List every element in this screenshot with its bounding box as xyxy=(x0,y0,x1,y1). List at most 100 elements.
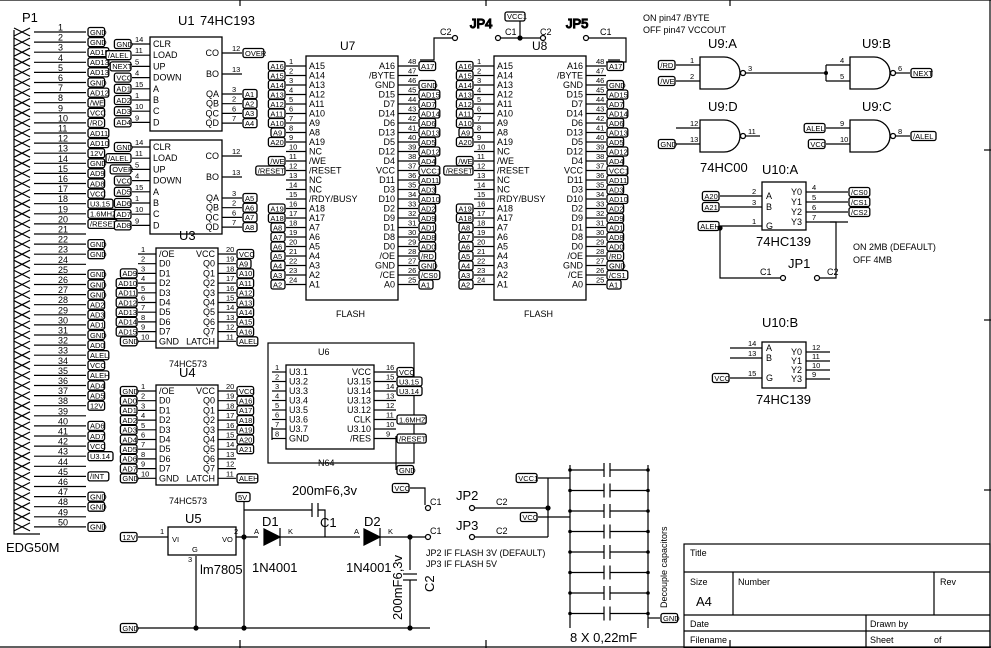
ic-pin-number: 4 xyxy=(477,86,481,95)
ic-pin-number: 4 xyxy=(275,392,279,401)
net-flag-label: AD12 xyxy=(421,147,440,156)
net-flag-label: AD1 xyxy=(116,85,131,94)
net-flag xyxy=(87,380,106,391)
ic-pin-name: /OE xyxy=(159,386,175,396)
net-flag-label: A6 xyxy=(461,242,470,251)
connector-pin-number: 18 xyxy=(58,194,68,204)
connector-pin-shape xyxy=(21,522,31,532)
net-flag xyxy=(87,501,106,512)
net-flag-label: A21 xyxy=(704,203,717,212)
ic-pin-number: 11 xyxy=(477,152,485,161)
net-flag-label: A16 xyxy=(239,327,252,336)
net-flag-label: AD14 xyxy=(609,109,628,118)
net-flag-label: /ALEL xyxy=(913,132,933,141)
ic-pin-number: 9 xyxy=(289,133,293,142)
net-flag xyxy=(910,130,937,142)
connector-pin-shape xyxy=(13,340,24,350)
junction xyxy=(646,488,650,493)
net-flag-label: A16 xyxy=(239,397,252,406)
connector-pin-shape xyxy=(21,441,31,451)
ic-pin-number: 13 xyxy=(226,313,234,322)
net-flag xyxy=(119,473,138,484)
net-flag-label: GND xyxy=(90,523,107,532)
u5-ref: U5 xyxy=(185,511,202,526)
gate-in-pin: 5 xyxy=(840,72,844,81)
ic-pin-number: 14 xyxy=(226,303,234,312)
net-flag-label: A8 xyxy=(245,223,254,232)
net-flag-label: AD11 xyxy=(421,176,439,185)
ic-pin-number: 3 xyxy=(141,264,145,273)
net-flag-label: GND xyxy=(122,624,139,633)
ic-pin-number: 9 xyxy=(141,323,145,332)
net-flag xyxy=(242,117,258,129)
ic-pin-number: 3 xyxy=(141,401,145,410)
connector-pin-shape xyxy=(13,350,24,360)
connector-pin-shape xyxy=(21,290,31,300)
u3-ref: U3 xyxy=(179,228,196,243)
ic-pin-number: 21 xyxy=(477,247,485,256)
ic-pin-name: G xyxy=(766,373,773,383)
connector-pin-shape xyxy=(13,512,24,522)
ic-pin-number: 12 xyxy=(226,323,234,332)
net-flag xyxy=(87,329,106,341)
connector-pin-shape xyxy=(13,492,24,502)
ic-pin-number: 6 xyxy=(141,431,145,440)
ic-pin-name: D3 xyxy=(383,185,395,195)
connector-pin-shape xyxy=(21,98,31,108)
connector-pin-shape xyxy=(13,370,24,380)
connector-pin-shape xyxy=(21,148,31,158)
net-flag-label: /WE xyxy=(660,77,674,86)
net-flag-label: A1 xyxy=(609,280,618,289)
ic-pin-name: Y1 xyxy=(791,356,802,366)
ic-pin-name: QA xyxy=(206,193,219,203)
ic-pin-name: U3.15 xyxy=(347,377,371,387)
net-flag-label: A8 xyxy=(461,223,470,232)
net-flag-label: /RESET xyxy=(258,166,286,175)
ic-pin-number: 20 xyxy=(226,245,234,254)
net-flag xyxy=(236,297,255,308)
ic-pin-name: D xyxy=(153,220,160,230)
connector-pin-number: 23 xyxy=(58,245,68,255)
net-flag xyxy=(119,453,138,465)
gate-out-pin: 6 xyxy=(898,64,902,73)
ic-pin-name: A17 xyxy=(497,213,513,223)
net-flag-label: AD14 xyxy=(118,318,137,327)
gate-bubble xyxy=(889,69,897,77)
net-flag-label: AD14 xyxy=(421,109,440,118)
net-flag xyxy=(236,336,259,347)
ic-pin-name: /OE xyxy=(567,251,583,261)
net-flag-label: U3.15 xyxy=(90,200,110,209)
net-flag-label: AD3 xyxy=(122,426,137,435)
net-flag-label: AD2 xyxy=(421,204,436,213)
ic-pin-number: 17 xyxy=(226,411,234,420)
net-flag-label: AD10 xyxy=(609,195,628,204)
net-flag-label: /RD xyxy=(90,119,104,128)
net-flag xyxy=(87,117,106,129)
ic-pin-number: 47 xyxy=(408,67,416,76)
net-flag-label: VCC xyxy=(90,109,106,118)
ic-pin-number: 43 xyxy=(596,105,604,114)
net-flag-label: AD0 xyxy=(122,397,137,406)
ic-pin-name: NC xyxy=(497,175,510,185)
d1-k: K xyxy=(288,527,293,536)
net-flag-label: AD4 xyxy=(609,157,624,166)
net-flag-label: /RD xyxy=(421,252,435,261)
connector-pin-number: 48 xyxy=(58,497,68,507)
gate-out-pin: 8 xyxy=(898,127,902,136)
ic-pin-number: 12 xyxy=(812,343,820,352)
connector-pin-shape xyxy=(21,219,31,229)
net-flag xyxy=(657,75,676,87)
u10b-part: 74HC139 xyxy=(756,392,811,407)
ic-pin-number: 8 xyxy=(477,124,481,133)
ic-pin-name: A9 xyxy=(309,118,320,128)
junction xyxy=(824,71,828,75)
connector-pin-shape xyxy=(21,340,31,350)
ic-pin-number: 14 xyxy=(748,339,756,348)
connector-pin-number: 8 xyxy=(58,93,63,103)
connector-pin-shape xyxy=(21,229,31,239)
connector-pin-shape xyxy=(21,401,31,411)
connector-pin-number: 3 xyxy=(58,43,63,53)
jp3-c1: C1 xyxy=(430,526,442,536)
gate-in-pin: 9 xyxy=(840,119,844,128)
